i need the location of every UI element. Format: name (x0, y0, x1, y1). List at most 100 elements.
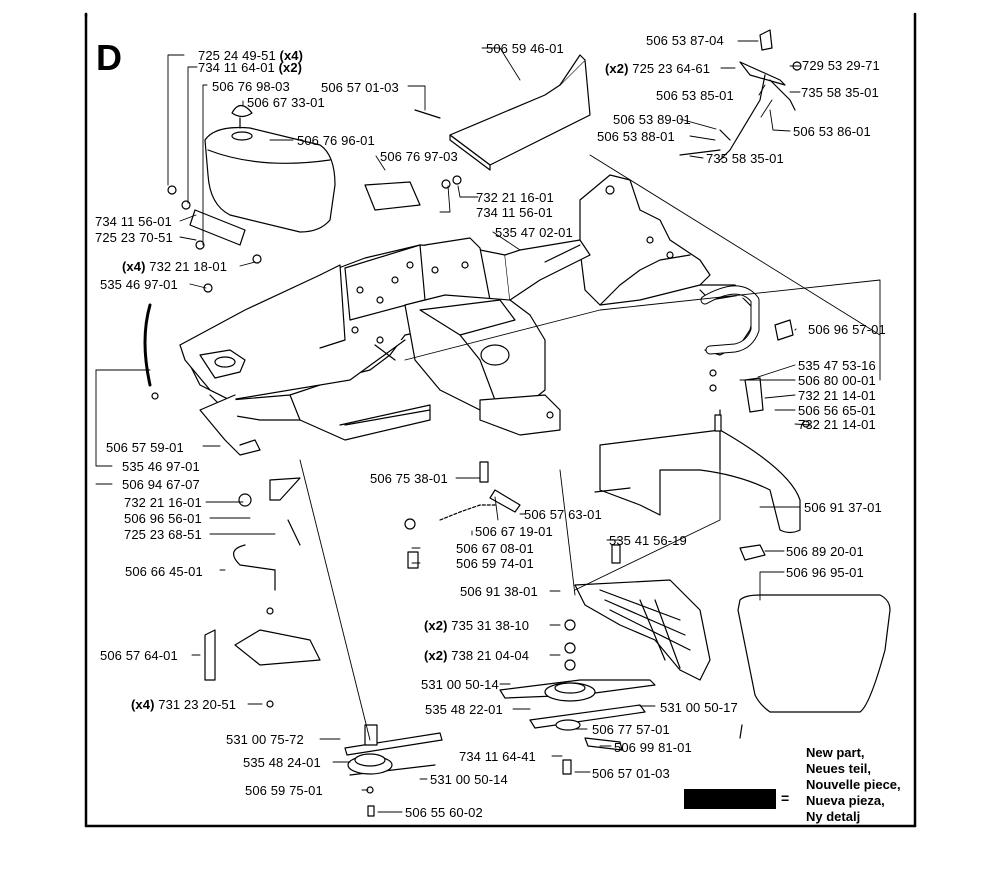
part-number-label: 506 57 59-01 (106, 440, 184, 455)
part-number-text: 506 53 86-01 (793, 124, 871, 139)
part-number-label: 506 53 85-01 (656, 88, 734, 103)
section-letter: D (96, 37, 122, 78)
part-number-label: 734 11 64-01 (x2) (198, 60, 302, 75)
part-number-text: 535 46 97-01 (100, 277, 178, 292)
seat-plate (449, 54, 591, 171)
page-border (84, 12, 917, 828)
part-number-text: 738 21 04-04 (451, 648, 530, 663)
part-number-text: 506 53 89-01 (613, 112, 691, 127)
part-number-text: 506 77 57-01 (592, 722, 670, 737)
part-number-label: 506 76 96-01 (297, 133, 375, 148)
part-number-label: 506 56 65-01 (798, 403, 876, 418)
part-number-text: 535 41 56-19 (609, 533, 687, 548)
part-number-text: 506 96 95-01 (786, 565, 864, 580)
part-number-text: 506 76 98-03 (212, 79, 290, 94)
part-number-label: 506 67 19-01 (475, 524, 553, 539)
part-number-text: 506 56 65-01 (798, 403, 876, 418)
part-number-label: 506 55 60-02 (405, 805, 483, 820)
part-number-text: 531 00 50-14 (430, 772, 508, 787)
quantity-note: (x4) (131, 697, 159, 712)
part-number-text: 732 21 14-01 (798, 417, 876, 432)
part-number-text: 535 48 22-01 (425, 702, 503, 717)
part-number-label: 535 48 24-01 (243, 755, 321, 770)
part-number-text: 506 59 75-01 (245, 783, 323, 798)
part-number-label: 506 57 64-01 (100, 648, 178, 663)
part-number-label: 506 89 20-01 (786, 544, 864, 559)
part-number-text: 732 21 16-01 (124, 495, 202, 510)
legend-line: Nouvelle piece, (806, 777, 901, 792)
part-number-label: 506 59 46-01 (486, 41, 564, 56)
part-number-text: 725 24 49-51 (198, 48, 280, 63)
part-number-text: 506 57 64-01 (100, 648, 178, 663)
legend-line: Nueva pieza, (806, 793, 885, 808)
part-number-text: 506 67 08-01 (456, 541, 534, 556)
part-number-label: 506 53 89-01 (613, 112, 691, 127)
part-number-label: 506 53 86-01 (793, 124, 871, 139)
part-number-label: 735 58 35-01 (706, 151, 784, 166)
discharge-chute (574, 579, 711, 681)
part-number-text: 506 59 74-01 (456, 556, 534, 571)
part-number-text: 506 53 88-01 (597, 129, 675, 144)
part-number-label: 732 21 14-01 (798, 388, 876, 403)
part-number-label: 506 91 38-01 (460, 584, 538, 599)
part-number-text: 506 91 38-01 (460, 584, 538, 599)
part-number-label: (x4) 732 21 18-01 (122, 259, 227, 274)
quantity-note: (x2) (605, 61, 633, 76)
part-number-label: 535 46 97-01 (100, 277, 178, 292)
part-number-label: 506 96 56-01 (124, 511, 202, 526)
part-number-label: 535 46 97-01 (122, 459, 200, 474)
part-number-text: 531 00 50-14 (421, 677, 499, 692)
part-number-text: 506 57 01-03 (592, 766, 670, 781)
part-number-label: 531 00 75-72 (226, 732, 304, 747)
hardware-parts (143, 109, 810, 708)
part-number-text: 732 21 16-01 (476, 190, 554, 205)
part-number-label: 732 21 16-01 (476, 190, 554, 205)
part-number-label: (x2) 725 23 64-61 (605, 61, 710, 76)
part-number-text: 506 53 87-04 (646, 33, 724, 48)
part-number-text: 506 76 96-01 (297, 133, 375, 148)
part-number-text: 506 96 57-01 (808, 322, 886, 337)
part-number-label: 506 53 87-04 (646, 33, 724, 48)
part-number-label: 735 58 35-01 (801, 85, 879, 100)
part-number-label: 535 47 02-01 (495, 225, 573, 240)
chassis-frame (179, 237, 511, 456)
part-number-text: 506 96 56-01 (124, 511, 202, 526)
part-number-label: 506 91 37-01 (804, 500, 882, 515)
quantity-note: (x2) (424, 618, 452, 633)
rear-pulley-assembly (499, 619, 656, 775)
part-number-text: 506 53 85-01 (656, 88, 734, 103)
part-number-text: 735 58 35-01 (706, 151, 784, 166)
part-number-text: 734 11 64-41 (459, 749, 536, 764)
part-number-text: 535 48 24-01 (243, 755, 321, 770)
part-number-label: 506 57 63-01 (524, 507, 602, 522)
rear-frame (504, 174, 756, 356)
part-number-label: 729 53 29-71 (802, 58, 880, 73)
tow-bar (700, 285, 794, 355)
part-number-text: 535 47 53-16 (798, 358, 876, 373)
part-number-label: 734 11 56-01 (95, 214, 172, 229)
part-number-text: 732 21 18-01 (149, 259, 228, 274)
part-number-text: 734 11 56-01 (476, 205, 553, 220)
part-number-label: 506 67 08-01 (456, 541, 534, 556)
part-number-text: 732 21 14-01 (798, 388, 876, 403)
part-number-label: 506 96 95-01 (786, 565, 864, 580)
quantity-note: (x4) (122, 259, 150, 274)
quantity-note: (x4) (279, 48, 304, 63)
part-number-text: 735 58 35-01 (801, 85, 879, 100)
legend-line: Ny detalj (806, 809, 861, 824)
part-number-text: 506 99 81-01 (614, 740, 692, 755)
part-number-text: 506 59 46-01 (486, 41, 564, 56)
part-number-text: 734 11 64-01 (198, 60, 279, 75)
part-number-label: 506 76 98-03 (212, 79, 290, 94)
part-number-label: 506 66 45-01 (125, 564, 203, 579)
part-number-label: 506 75 38-01 (370, 471, 448, 486)
transmission-mount (404, 294, 561, 436)
part-number-label: 506 57 01-03 (321, 80, 399, 95)
part-number-text: 506 91 37-01 (804, 500, 882, 515)
part-number-label: 732 21 14-01 (798, 417, 876, 432)
part-number-text: 506 57 59-01 (106, 440, 184, 455)
side-panel (737, 544, 891, 739)
new-part-legend-swatch (684, 789, 776, 809)
